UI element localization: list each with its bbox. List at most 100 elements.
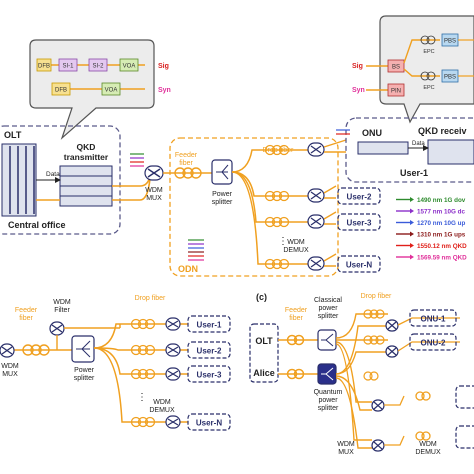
feeder-fiber-a-label-1: Feeder: [175, 152, 198, 159]
wdm-demux-a-label-2: DEMUX: [283, 247, 309, 254]
wdm-demux-a: [307, 142, 325, 271]
demux-unit-n: [307, 256, 325, 271]
si-1-label: SI-1: [62, 64, 74, 70]
epc-label-1: EPC: [423, 49, 434, 55]
qkd-transmitter-label-2: transmitter: [64, 152, 109, 162]
qkd-transmitter-device-icon: [59, 165, 113, 207]
wdm-mux-a-label-2: MUX: [146, 195, 162, 202]
central-office: OLT QKD transmitter Data Central office: [0, 125, 121, 235]
demux-to-user-fibers-a: [323, 139, 347, 267]
olt-c-label: OLT: [255, 336, 273, 346]
quantum-splitter-label-3: splitter: [318, 405, 339, 412]
user-2-b-label: User-2: [197, 347, 222, 356]
feeder-fiber-b-label-1: Feeder: [15, 307, 38, 314]
wdm-mux-b-label-1: WDM: [1, 363, 19, 370]
syn-output-label: Syn: [158, 87, 171, 94]
feeder-fibers-c: [278, 334, 318, 380]
user-n-b-label: User-N: [196, 419, 222, 428]
central-office-label: Central office: [8, 220, 66, 230]
user-1-arrows: [336, 129, 350, 135]
feeder-fiber-c-label-2: fiber: [289, 315, 303, 322]
power-splitter-a: Power splitter: [211, 159, 233, 206]
dfb-laser-box-2: [51, 82, 71, 96]
epc-label-2: EPC: [423, 85, 434, 91]
onu-1-label: ONU-1: [421, 315, 446, 324]
quantum-splitter-c: [317, 363, 337, 385]
drop-fibers-a: Drop fiber ⋮: [231, 144, 316, 270]
quantum-splitter-label-1: Quantum: [314, 389, 343, 396]
drop-fiber-a-dots: ⋮: [278, 236, 288, 247]
bs-label: BS: [392, 65, 400, 71]
onu-device-icon: [357, 141, 409, 155]
power-splitter-b-label-1: Power: [74, 367, 95, 374]
transmitter-inset: DFB SI-1 SI-2 VOA Sig DFB VOA Syn: [29, 39, 171, 140]
classical-splitter-label-2: power: [318, 305, 338, 312]
rx-sig-label: Sig: [352, 63, 363, 70]
user-n-label: User-N: [346, 261, 372, 270]
rx-syn-label: Syn: [352, 87, 365, 94]
wdm-filter-b-label-1: WDM: [53, 299, 71, 306]
users-a: User-2 User-3 User-N: [337, 187, 381, 273]
pin-label: PIN: [391, 89, 401, 95]
power-splitter-a-label-2: splitter: [212, 199, 233, 206]
feeder-coil-b: [22, 344, 50, 356]
power-splitter-b-label-2: splitter: [74, 375, 95, 382]
dfb-label: DFB: [38, 64, 50, 70]
rx-fiber-branches: [403, 39, 440, 77]
demux-unit-1: [307, 142, 325, 157]
feeder-fiber-c-label-1: Feeder: [285, 307, 308, 314]
legend-arrowhead-0: [410, 197, 414, 202]
power-splitter-a-label-1: Power: [212, 191, 233, 198]
mux-wavelength-arrows: [130, 153, 144, 167]
dfb-laser-box: [36, 58, 52, 72]
user-c-box-1: [455, 385, 474, 409]
wdm-mux-c-label-1: WDM: [337, 441, 355, 448]
panel-c-label: (c): [256, 292, 267, 302]
feeder-fiber-a: Feeder fiber: [163, 152, 212, 179]
legend-label-1: 1577 nm 10G dc: [417, 209, 465, 216]
olt-label: OLT: [4, 130, 22, 140]
user-3-box: [337, 213, 381, 231]
legend-label-3: 1310 nm 1G ups: [417, 232, 466, 239]
onu-2-label: ONU-2: [421, 339, 446, 348]
drop-fibers-b: [93, 323, 188, 423]
onu-1-box: [409, 309, 457, 327]
legend-arrowhead-5: [410, 254, 414, 260]
wdm-mux-c-label-2: MUX: [338, 449, 354, 456]
wdm-mux-a: WDM MUX: [144, 165, 164, 202]
panel-c: (c) OLT Alice Feeder fiber Classical pow…: [249, 292, 474, 456]
qkd-receiver-label: QKD receiv: [418, 126, 467, 136]
demux-unit-2: [307, 188, 325, 203]
odn-boundary: [169, 137, 339, 277]
legend-arrowhead-2: [410, 220, 414, 225]
qkd-transmitter-label-1: QKD: [77, 142, 96, 152]
epc-coil-2b: [426, 71, 436, 81]
olt-rack-icon: [1, 143, 37, 217]
si-1-box: [58, 58, 78, 72]
odn-wavelength-arrows: [188, 239, 204, 261]
wdm-mux-a-label-1: WDM: [145, 187, 163, 194]
legend-arrowhead-3: [410, 231, 414, 237]
wdm-demux-b: [165, 317, 181, 429]
pbs-label-1: PBS: [444, 39, 456, 45]
voa-box-2: [101, 82, 121, 96]
receiver-inset: Sig Syn BS PIN EPC EPC PBS PBS: [352, 15, 474, 124]
feeder-fiber-a-label-2: fiber: [179, 160, 193, 167]
drop-fiber-c-label: Drop fiber: [361, 293, 392, 300]
central-office-boundary: [0, 125, 121, 235]
classical-splitter-c: [317, 329, 337, 351]
demux-unit-3: [307, 214, 325, 229]
alice-label: Alice: [253, 368, 275, 378]
classical-splitter-label-3: splitter: [318, 313, 339, 320]
epc-coil-1: [420, 35, 430, 45]
epc-coil-1b: [426, 35, 436, 45]
si-2-label: SI-2: [92, 64, 104, 70]
rx-data-label: Data: [412, 141, 425, 147]
user-1-boundary: [345, 117, 474, 183]
voa-box: [119, 58, 139, 72]
user-2-box: [337, 187, 381, 205]
qkd-receiver-device-icon: [427, 139, 474, 165]
drop-fibers-c: [335, 313, 388, 449]
